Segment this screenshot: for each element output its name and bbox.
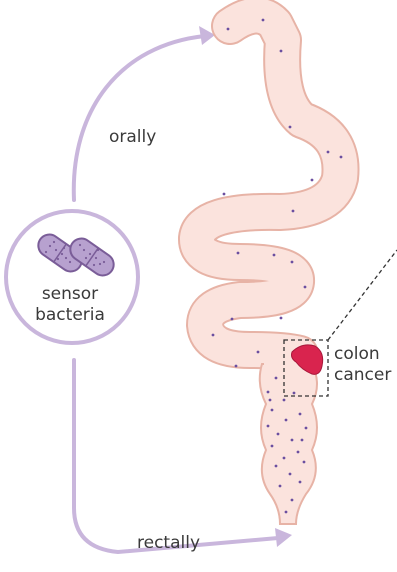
orally-label: orally <box>109 127 156 148</box>
sensor-label-line2: bacteria <box>20 305 120 326</box>
colon-cancer-label: colon cancer <box>334 344 391 386</box>
digestive-tract <box>197 9 397 524</box>
cancer-label-line2: cancer <box>334 365 391 386</box>
sensor-bacteria-label: sensor bacteria <box>20 284 120 326</box>
rectally-label: rectally <box>137 533 200 554</box>
cancer-label-line1: colon <box>334 344 391 365</box>
zoom-line <box>328 250 397 340</box>
sensor-label-line1: sensor <box>20 284 120 305</box>
rectal-arrowhead <box>275 528 292 547</box>
tract-fill <box>197 15 341 354</box>
oral-route-arrow <box>74 36 205 200</box>
rectal-route-arrow <box>74 360 278 552</box>
rectum <box>260 364 317 524</box>
